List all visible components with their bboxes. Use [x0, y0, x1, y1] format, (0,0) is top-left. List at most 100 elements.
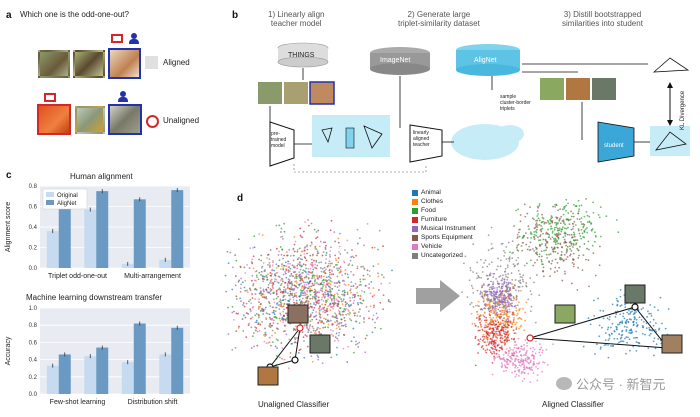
unaligned-triplet	[268, 327, 301, 368]
unaligned-no-icon	[146, 115, 159, 128]
unaligned-label: Unaligned	[163, 116, 200, 125]
legend-swatch	[46, 192, 54, 197]
panel-c-label: c	[6, 170, 12, 181]
thumb-vehicle	[108, 104, 142, 135]
triplet-vertex	[526, 334, 534, 342]
thumb-animal-2	[73, 50, 105, 78]
y-tick-label: 0.8	[29, 184, 38, 190]
panel-a-question: Which one is the odd-one-out?	[20, 10, 129, 19]
legend-label: Vehicle	[421, 243, 442, 250]
watermark: 公众号 · 新智元	[556, 374, 666, 393]
legend-label: Clothes	[421, 198, 444, 205]
legend-swatch	[412, 252, 418, 259]
bar	[133, 199, 146, 268]
triplet-thumbnail	[257, 366, 279, 386]
thumb-furniture-1	[108, 48, 141, 79]
y-tick-label: 0.8	[29, 323, 38, 329]
legend-item: Vehicle	[412, 242, 476, 251]
panel-d-label: d	[237, 193, 244, 204]
thumb-animal-1	[38, 50, 70, 78]
legend-item: Musical Instrument	[412, 224, 476, 233]
aligned-triplet	[529, 306, 670, 349]
y-tick-label: 0.4	[29, 225, 38, 231]
legend-item: Furniture	[412, 215, 476, 224]
y-tick-label: 0.2	[29, 375, 38, 381]
legend-label: AligNet	[57, 201, 77, 207]
x-category-label: Multi-arrangement	[124, 273, 181, 280]
bar	[46, 365, 59, 394]
person-icon-2	[118, 91, 128, 103]
alignet-label: AligNet	[474, 57, 497, 64]
panel-a-label: a	[6, 10, 12, 21]
y-tick-label: 0.6	[29, 340, 38, 346]
legend-swatch	[412, 216, 418, 223]
sample-triplets-label: sample cluster-border triplets	[500, 94, 531, 112]
bar	[171, 327, 184, 394]
wechat-icon	[556, 377, 572, 390]
y-tick-label: 0.2	[29, 246, 38, 252]
legend-item: Animal	[412, 188, 476, 197]
y-tick-label: 0.4	[29, 358, 38, 364]
chart1-title: Human alignment	[70, 172, 133, 181]
bar	[46, 231, 59, 268]
legend-label: Musical Instrument	[421, 225, 476, 232]
bar	[58, 354, 71, 394]
bar	[159, 354, 172, 394]
alignet-database-icon	[456, 44, 520, 76]
legend-label: Furniture	[421, 216, 448, 223]
bar	[121, 362, 134, 394]
linearly-aligned-teacher-label: linearly aligned teacher	[413, 130, 430, 148]
legend-item: Uncategorized	[412, 251, 476, 260]
step3-title: 3) Distill bootstrapped similarities int…	[562, 10, 643, 28]
legend-swatch	[412, 189, 418, 196]
triplet-thumbnail	[624, 284, 646, 304]
unaligned-point-cloud	[224, 219, 393, 370]
bar	[58, 205, 71, 268]
legend-swatch	[412, 234, 418, 241]
bar	[121, 263, 134, 268]
x-category-label: Distribution shift	[128, 399, 178, 406]
triplet-vertex	[291, 356, 299, 364]
bar	[133, 323, 146, 394]
y-axis-label: Alignment score	[5, 202, 12, 252]
pretrained-model-label: pre- trained model	[271, 131, 287, 149]
y-tick-label: 0.6	[29, 205, 38, 211]
person-icon	[129, 33, 139, 45]
legend-swatch	[412, 243, 418, 250]
chart2-title: Machine learning downstream transfer	[26, 293, 163, 302]
legend-item: Clothes	[412, 197, 476, 206]
legend-swatch	[412, 207, 418, 214]
triplet-thumbnail	[309, 334, 331, 354]
aligned-classifier-label: Aligned Classifier	[542, 400, 604, 409]
triplet-vertex	[631, 303, 639, 311]
things-label: THINGS	[288, 52, 315, 59]
panel-b-label: b	[232, 10, 239, 21]
bar	[84, 209, 97, 268]
legend-label: Sports Equipment	[421, 234, 473, 241]
x-category-label: Triplet odd-one-out	[48, 273, 107, 280]
triplet-thumbnail	[287, 304, 309, 324]
y-tick-label: 0.0	[29, 392, 38, 398]
legend-label: Original	[57, 193, 78, 199]
y-tick-label: 1.0	[29, 306, 38, 312]
things-database-icon	[277, 42, 329, 68]
thumb-bird	[75, 106, 105, 134]
y-axis-label: Accuracy	[5, 336, 12, 365]
bar	[96, 191, 109, 268]
legend-label: Animal	[421, 189, 441, 196]
pipeline-diagram	[258, 42, 690, 173]
legend-swatch	[412, 198, 418, 205]
imagenet-label: ImageNet	[380, 57, 411, 64]
triplet-vertex	[296, 324, 304, 332]
x-category-label: Few-shot learning	[50, 399, 106, 406]
embedding-scatter	[224, 197, 683, 386]
transition-arrow-icon	[416, 280, 460, 317]
legend-item: Sports Equipment	[412, 233, 476, 242]
legend-label: Food	[421, 207, 436, 214]
step2-title: 2) Generate large triplet-similarity dat…	[398, 10, 480, 28]
legend-swatch	[46, 200, 54, 205]
legend-label: Uncategorized	[421, 252, 463, 259]
bar	[84, 356, 97, 394]
